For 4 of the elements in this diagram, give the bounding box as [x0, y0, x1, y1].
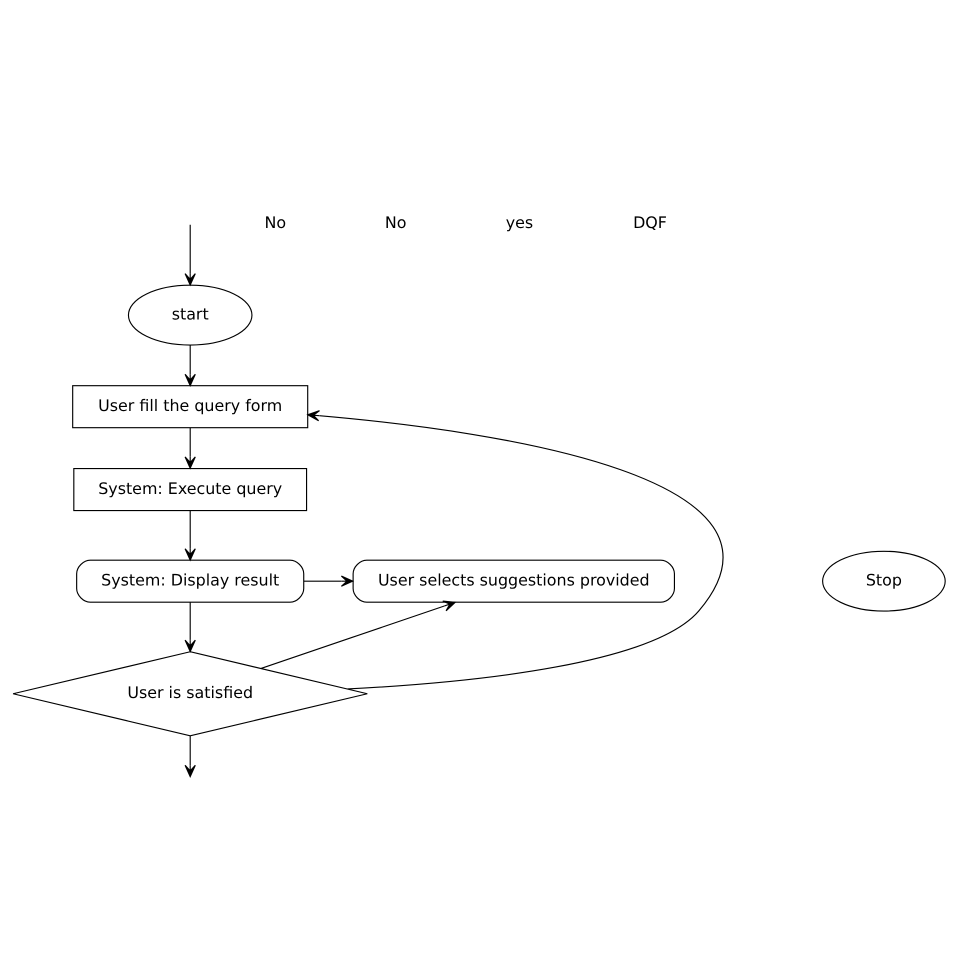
label: No: [384, 212, 406, 232]
label: DQF: [633, 212, 667, 232]
label: yes: [506, 212, 534, 232]
label: No: [264, 212, 286, 232]
